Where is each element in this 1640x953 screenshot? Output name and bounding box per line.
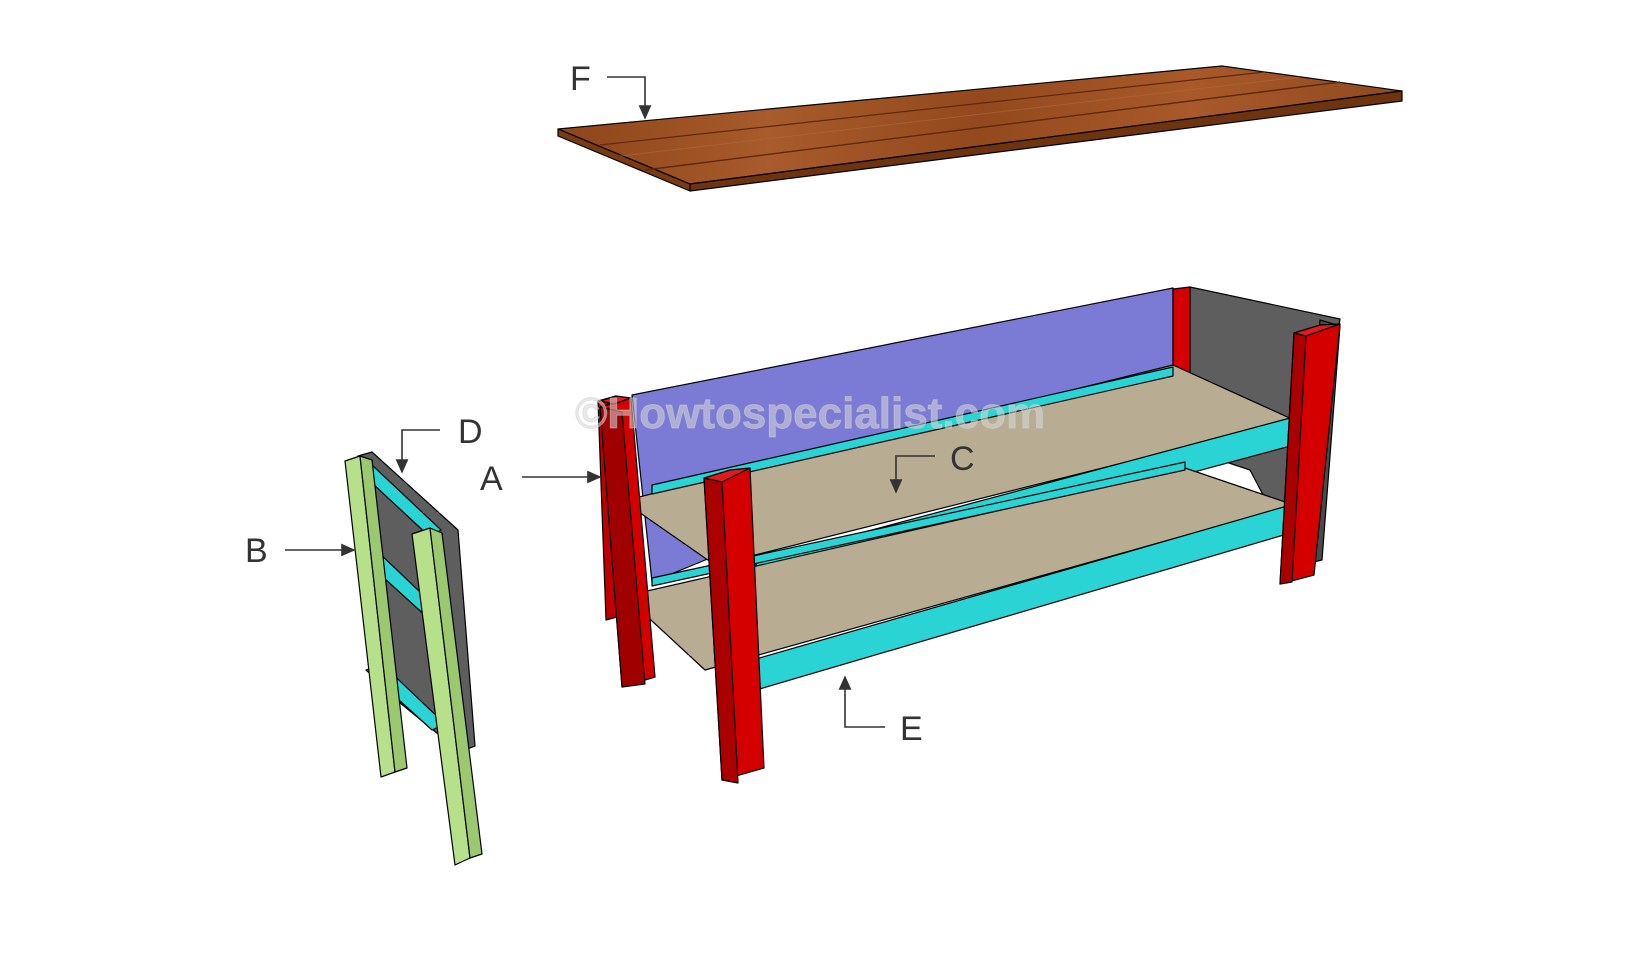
callout-f: F [570, 60, 652, 120]
bench-body [597, 286, 1341, 784]
callout-c: C [889, 440, 975, 494]
watermark-text: ©Howtospecialist.com [575, 389, 1045, 438]
callout-a: A [480, 460, 602, 498]
label-f: F [570, 60, 591, 98]
side-frame-assembly [344, 451, 483, 866]
label-d: D [458, 413, 483, 451]
label-a: A [480, 460, 503, 498]
label-e: E [900, 710, 923, 748]
top-board-f [557, 65, 1403, 192]
callout-e: E [838, 675, 923, 748]
callout-b: B [245, 532, 356, 570]
label-b: B [245, 532, 268, 570]
callout-d: D [395, 413, 483, 474]
label-c: C [950, 440, 975, 478]
